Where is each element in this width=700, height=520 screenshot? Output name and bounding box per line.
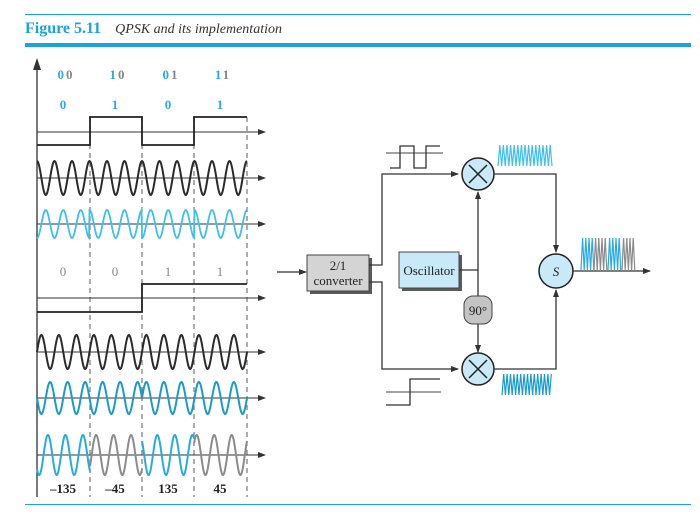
top-rule — [25, 14, 691, 15]
phase-labels: –135 –45 135 45 — [49, 481, 227, 496]
i-branch-wire — [369, 171, 459, 266]
oscillator-block — [398, 251, 460, 289]
carrier-waveform — [36, 159, 248, 196]
i-modulated-signal-icon — [497, 144, 553, 167]
q-bit-0: 0 — [60, 264, 67, 279]
q-mixer — [461, 352, 495, 386]
multiply-icon — [468, 359, 488, 379]
multiply-icon — [468, 164, 488, 184]
q-bit-labels: 0 0 1 1 — [60, 264, 224, 279]
qpsk-output-signal-icon — [580, 237, 636, 271]
i-stream-waveform — [37, 116, 247, 146]
figure-title: QPSK and its implementation — [115, 22, 282, 37]
bottom-rule — [25, 504, 691, 505]
i-bit-0: 0 — [60, 97, 67, 112]
carrier-90-waveform — [36, 333, 248, 371]
output-signal-segment-3 — [621, 237, 636, 271]
output-signal-segment-0 — [580, 237, 595, 271]
converter-label-1: 2/1 — [330, 258, 347, 273]
i-bit-1: 1 — [112, 97, 119, 112]
converter-label-2: converter — [313, 273, 363, 288]
phase-shift-label: 90° — [469, 303, 487, 318]
i-mixer-to-summer — [494, 173, 559, 253]
i-bit-3: 1 — [217, 97, 224, 112]
summer-label: S — [553, 264, 560, 279]
q-stream-icon — [386, 378, 441, 406]
phase-1: –45 — [104, 481, 125, 496]
phase-2: 135 — [158, 481, 178, 496]
vertical-axis-arrow-icon — [33, 58, 41, 70]
i-bit-labels: 0 1 0 1 — [60, 97, 224, 112]
q-stream-waveform — [37, 283, 247, 313]
bit-boundaries — [89, 117, 248, 497]
i-modulated-waveform — [36, 207, 248, 241]
q-modulated-signal-icon — [501, 373, 552, 396]
q-bit-1: 0 — [112, 264, 119, 279]
q-modulated-waveform — [36, 380, 248, 416]
q-bit-3: 1 — [217, 264, 224, 279]
i-bit-2: 0 — [165, 97, 172, 112]
oscillator-label: Oscillator — [403, 263, 455, 278]
q-branch-wire — [369, 281, 459, 372]
caption-rule — [25, 43, 691, 47]
phase-0: –135 — [49, 481, 77, 496]
qpsk-segment-2 — [141, 433, 195, 477]
output-signal-segment-1 — [593, 237, 608, 271]
q-mixer-to-summer — [494, 289, 559, 370]
qpsk-segment-3 — [193, 433, 248, 477]
figure-number: Figure 5.11 — [25, 20, 102, 37]
i-mixer — [461, 157, 495, 191]
figure-caption: Figure 5.11 QPSK and its implementation — [25, 20, 282, 38]
qpsk-segment-0 — [36, 433, 91, 477]
output-signal-segment-2 — [607, 237, 622, 271]
block-diagram: 2/1 converter Oscillator 90° — [277, 144, 651, 406]
phase-3: 45 — [214, 481, 228, 496]
q-bit-2: 1 — [165, 264, 172, 279]
converter-block — [306, 254, 370, 292]
i-stream-icon — [386, 145, 443, 169]
qpsk-waveform — [36, 433, 248, 477]
qpsk-segment-1 — [89, 433, 143, 477]
